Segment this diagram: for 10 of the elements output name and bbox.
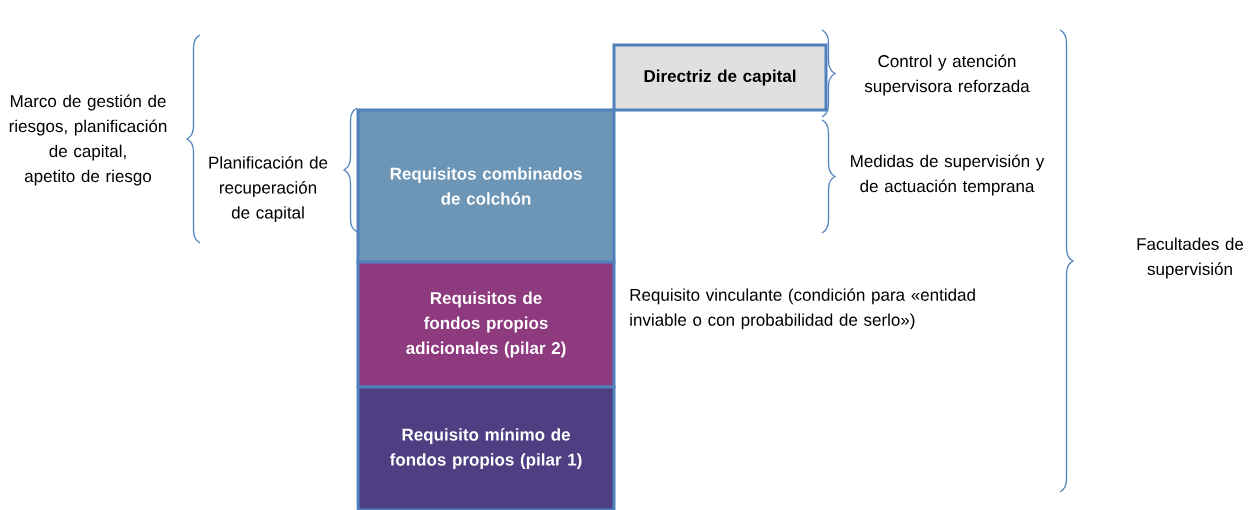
annotation-text: Medidas de supervisión y de actuación temprana (851, 154, 1045, 196)
annotation-text: Planificación de recuperación de capital (209, 155, 328, 222)
capital-layer-box: Requisitos combinados de colchón (356, 108, 616, 264)
capital-layer-box: Requisito mínimo de fondos propios (pilar 1) (356, 385, 616, 510)
annotation-text: Control y atención supervisora reforzada (864, 54, 1030, 96)
annotation-text: Requisito vinculante (condición para «entidad inviable o con probabilidad de serlo») (630, 288, 975, 330)
capital-layer-box: Requisitos de fondos propios adicionales (pilar 2) (356, 260, 616, 389)
annotation-text: Marco de gestión de riesgos, planificación de capital, apetito de riesgo (9, 94, 167, 186)
capital-layer-box: Directriz de capital (612, 43, 828, 112)
annotation-text: Facultades de supervisión (1137, 237, 1244, 279)
